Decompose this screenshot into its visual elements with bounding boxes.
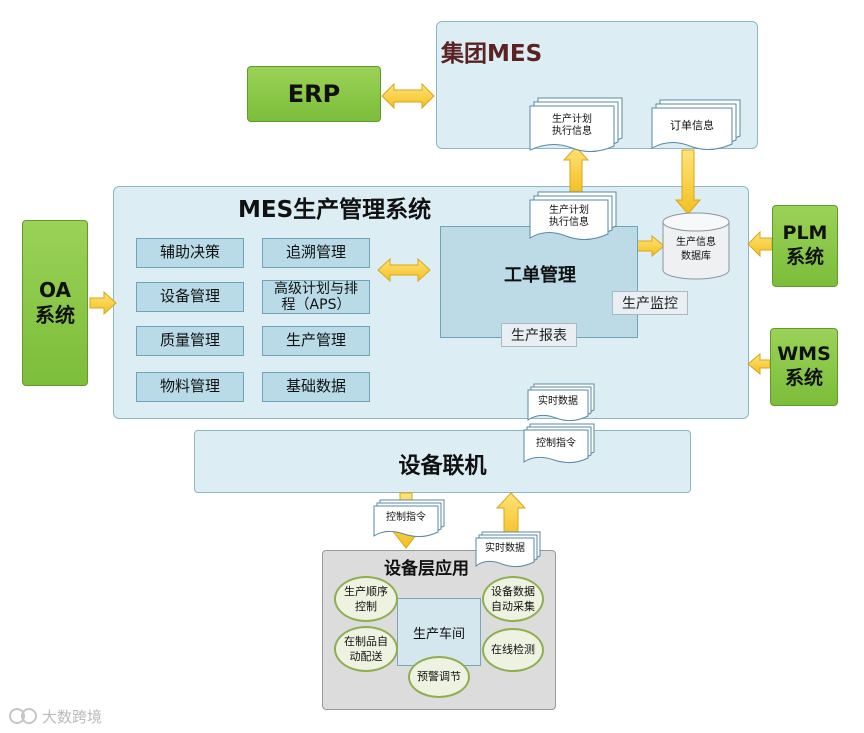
equipment-title: 设备联机 <box>398 454 487 479</box>
equipment-control-document: 控制指令 <box>523 423 595 464</box>
circle-wip-delivery: 在制品自 动配送 <box>334 626 398 672</box>
plm-box: PLM 系统 <box>772 205 838 287</box>
workshop-center: 生产车间 <box>397 598 481 666</box>
module-production-management: 生产管理 <box>262 326 370 356</box>
module-material-management: 物料管理 <box>136 372 244 402</box>
device-control-document: 控制指令 <box>373 499 445 538</box>
mes-title: MES生产管理系统 <box>238 197 432 223</box>
module-quality-management: 质量管理 <box>136 326 244 356</box>
watermark-text: 大数跨境 <box>42 707 103 726</box>
work-order-label: 工单管理 <box>504 265 576 286</box>
erp-box: ERP <box>247 66 381 122</box>
module-traceability: 追溯管理 <box>262 238 370 268</box>
plm-arrow <box>747 230 773 258</box>
work-order-box: 工单管理 <box>440 226 638 338</box>
module-decision-support: 辅助决策 <box>136 238 244 268</box>
device-control-label: 控制指令 <box>386 512 426 524</box>
mes-plan-doc-label: 生产计划 执行信息 <box>549 205 589 229</box>
wms-box: WMS 系统 <box>770 328 838 406</box>
circle-online-inspection: 在线检测 <box>482 628 544 672</box>
device-realtime-label: 实时数据 <box>485 543 525 555</box>
device-app-title: 设备层应用 <box>384 559 469 579</box>
production-database: 生产信息 数据库 <box>662 212 730 280</box>
database-icon <box>662 212 730 280</box>
watermark-logo-icon <box>9 708 37 724</box>
equipment-panel <box>194 430 691 493</box>
equipment-realtime-label: 实时数据 <box>538 396 578 408</box>
circle-sequence-control: 生产顺序 控制 <box>334 576 398 622</box>
circle-warning-adjust: 预警调节 <box>408 656 470 698</box>
database-label: 生产信息 数据库 <box>676 237 716 262</box>
module-equipment-management: 设备管理 <box>136 282 244 312</box>
equipment-control-label: 控制指令 <box>536 438 576 450</box>
group-mes-title: 集团MES <box>441 41 543 67</box>
group-plan-document: 生产计划 执行信息 <box>529 97 623 152</box>
device-realtime-document: 实时数据 <box>475 531 541 568</box>
monitor-tag: 生产监控 <box>612 291 688 315</box>
mes-plan-document: 生产计划 执行信息 <box>529 191 617 240</box>
module-base-data: 基础数据 <box>262 372 370 402</box>
order-document: 订单信息 <box>651 99 741 150</box>
group-plan-doc-label: 生产计划 执行信息 <box>552 113 592 137</box>
module-aps: 高级计划与排 程（APS） <box>262 280 370 314</box>
order-doc-label: 订单信息 <box>670 119 714 133</box>
circle-data-collection: 设备数据 自动采集 <box>482 576 544 622</box>
equipment-realtime-document: 实时数据 <box>527 383 595 422</box>
watermark: 大数跨境 <box>8 705 102 727</box>
oa-box: OA 系统 <box>22 220 88 386</box>
report-tag: 生产报表 <box>501 323 577 347</box>
erp-mes-arrow <box>381 82 435 110</box>
wms-arrow <box>747 352 771 376</box>
